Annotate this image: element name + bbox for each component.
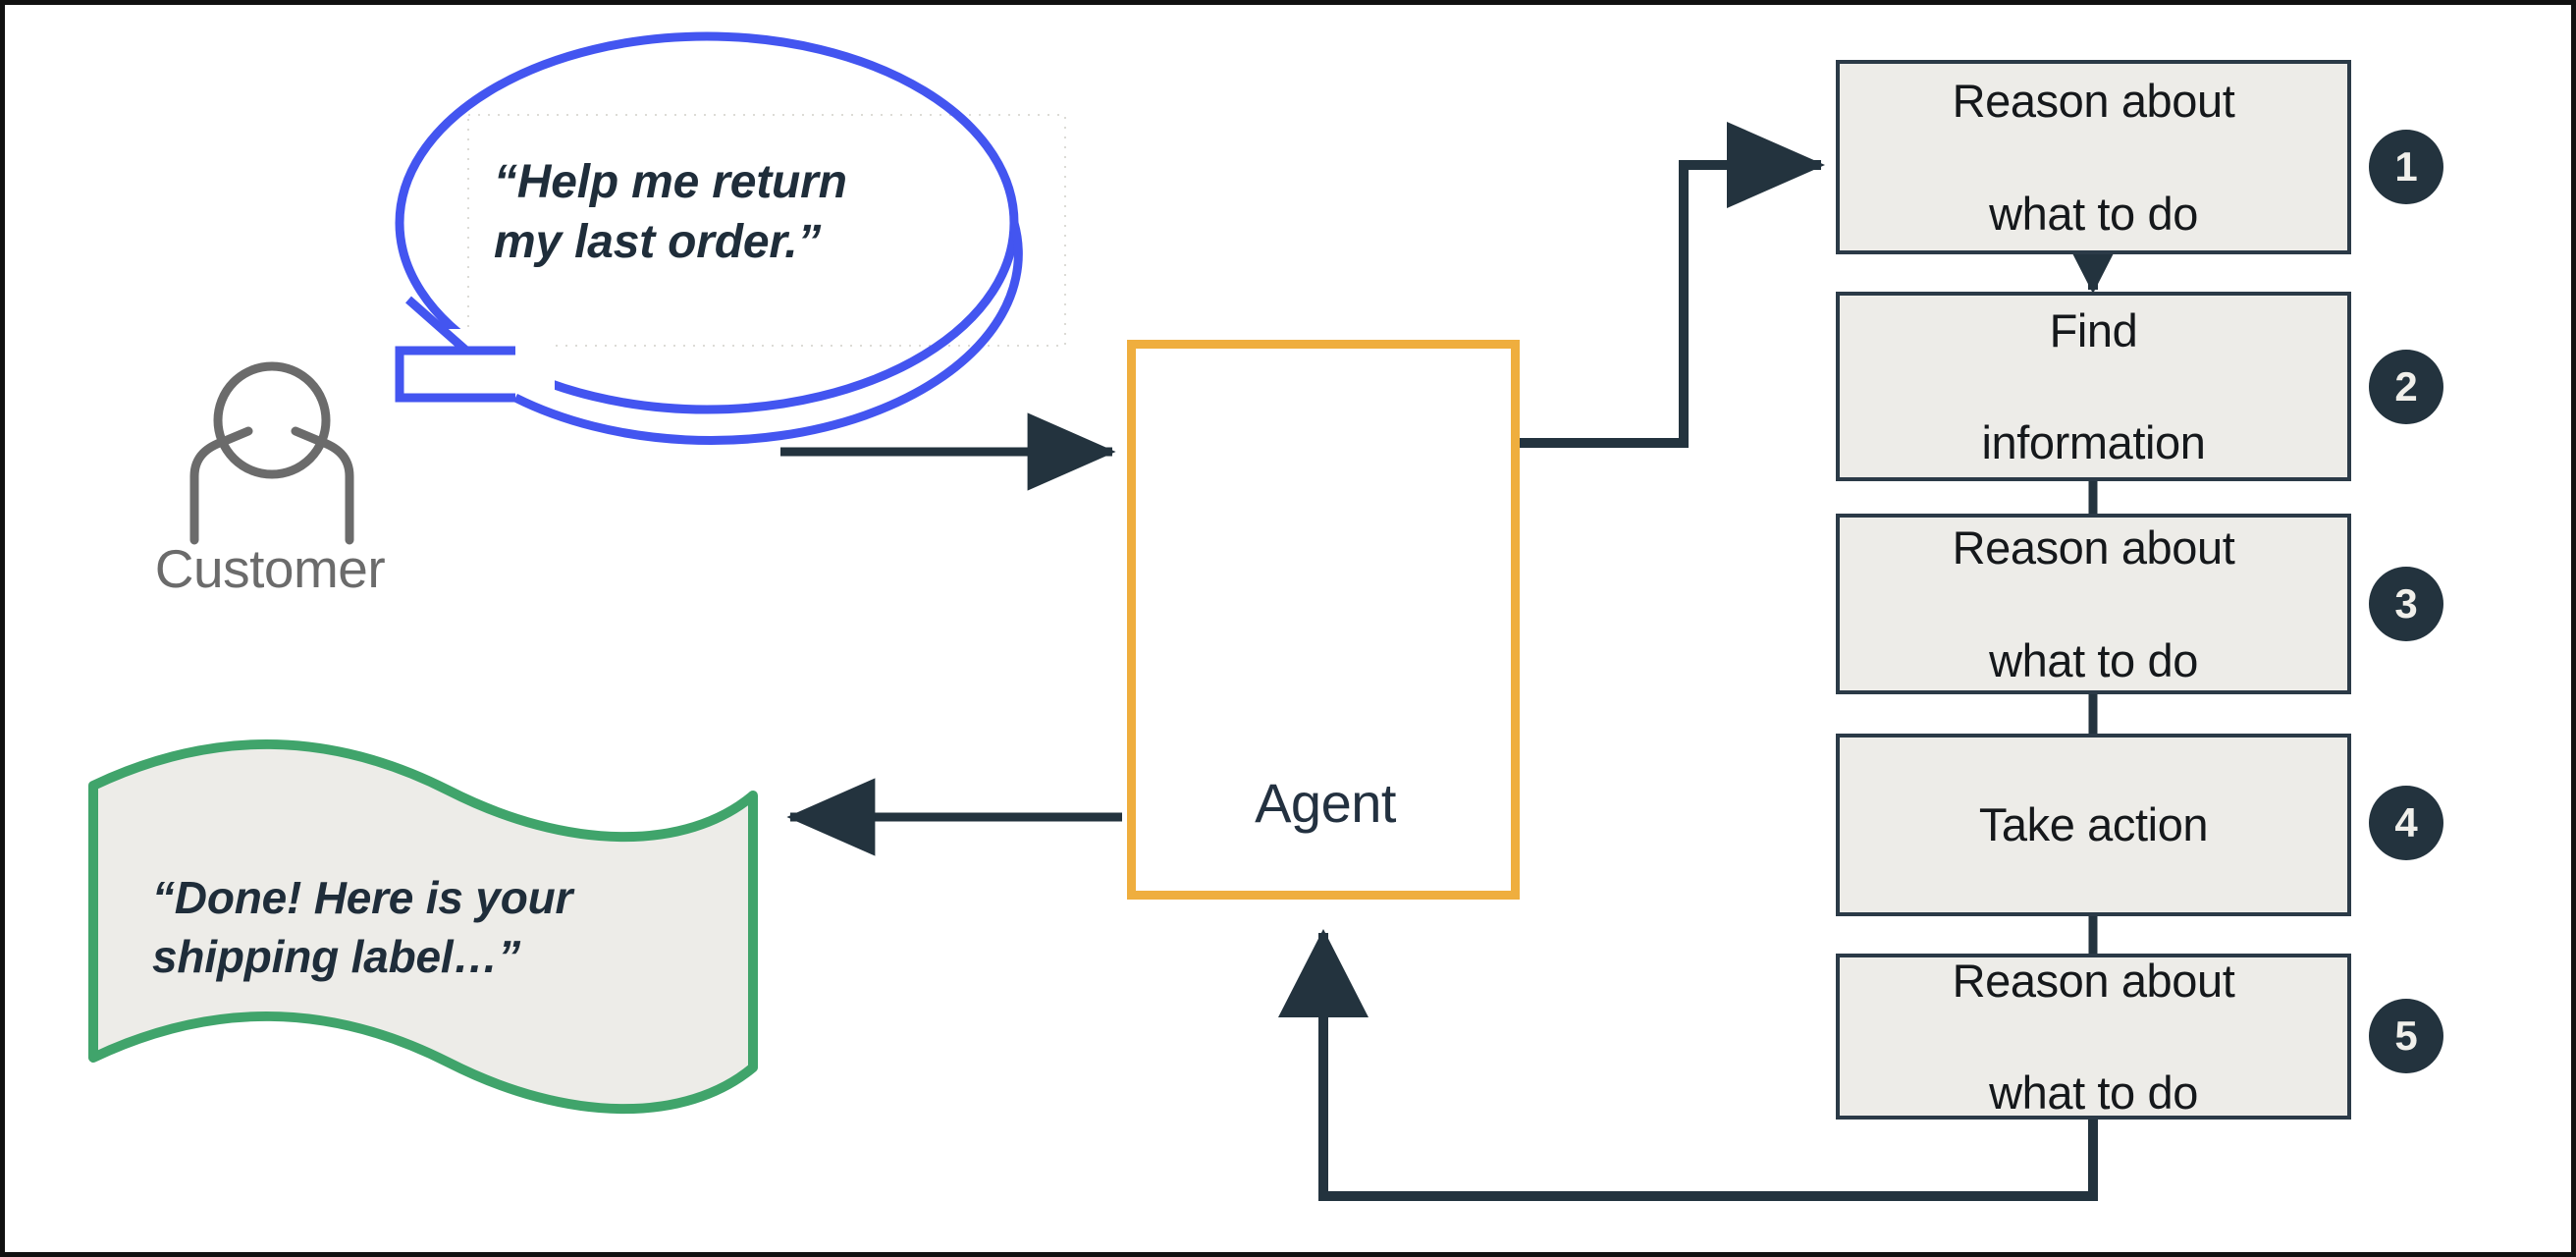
agent-box[interactable]: [1127, 340, 1520, 900]
bubble-tail-mask: [398, 329, 555, 398]
response-line1: “Done! Here is your: [152, 872, 573, 923]
step-badge-3: 3: [2369, 567, 2443, 641]
agent-to-step1-arrow: [1520, 122, 1825, 448]
step-badge-1: 1: [2369, 130, 2443, 204]
bubble-tail-diagonal: [402, 296, 478, 355]
step-2-line1: Find: [2049, 303, 2138, 356]
response-line2: shipping label…”: [152, 930, 521, 982]
step-box-2[interactable]: Find information: [1836, 292, 2351, 481]
customer-request-line2: my last order.”: [494, 216, 822, 269]
step-1-line1: Reason about: [1952, 75, 2235, 127]
step-badge-4: 4: [2369, 786, 2443, 860]
step-4-line1: Take action: [1978, 798, 2209, 851]
agent-label: Agent: [1255, 772, 1396, 834]
step-1-line2: what to do: [1989, 187, 2198, 240]
step-box-5[interactable]: Reason about what to do: [1836, 954, 2351, 1120]
customer-request-line1: “Help me return: [494, 156, 847, 208]
step-3-line2: what to do: [1989, 633, 2198, 686]
step-box-3[interactable]: Reason about what to do: [1836, 514, 2351, 694]
step-3-line1: Reason about: [1952, 521, 2235, 574]
step-5-line1: Reason about: [1952, 954, 2235, 1007]
diagram-stage: Agent Customer “Help me return my last o…: [5, 5, 2571, 1252]
response-banner-text: “Done! Here is your shipping label…”: [152, 869, 702, 987]
customer-person-icon: [189, 361, 354, 545]
step-2-line2: information: [1981, 416, 2206, 469]
customer-label: Customer: [154, 538, 386, 599]
step-box-4[interactable]: Take action: [1836, 734, 2351, 916]
step-badge-5: 5: [2369, 999, 2443, 1073]
step-box-1[interactable]: Reason about what to do: [1836, 60, 2351, 254]
step-badge-2: 2: [2369, 350, 2443, 424]
step-5-line2: what to do: [1989, 1066, 2198, 1120]
bubble-tail: [395, 346, 515, 403]
customer-request-text: “Help me return my last order.”: [494, 152, 1044, 273]
